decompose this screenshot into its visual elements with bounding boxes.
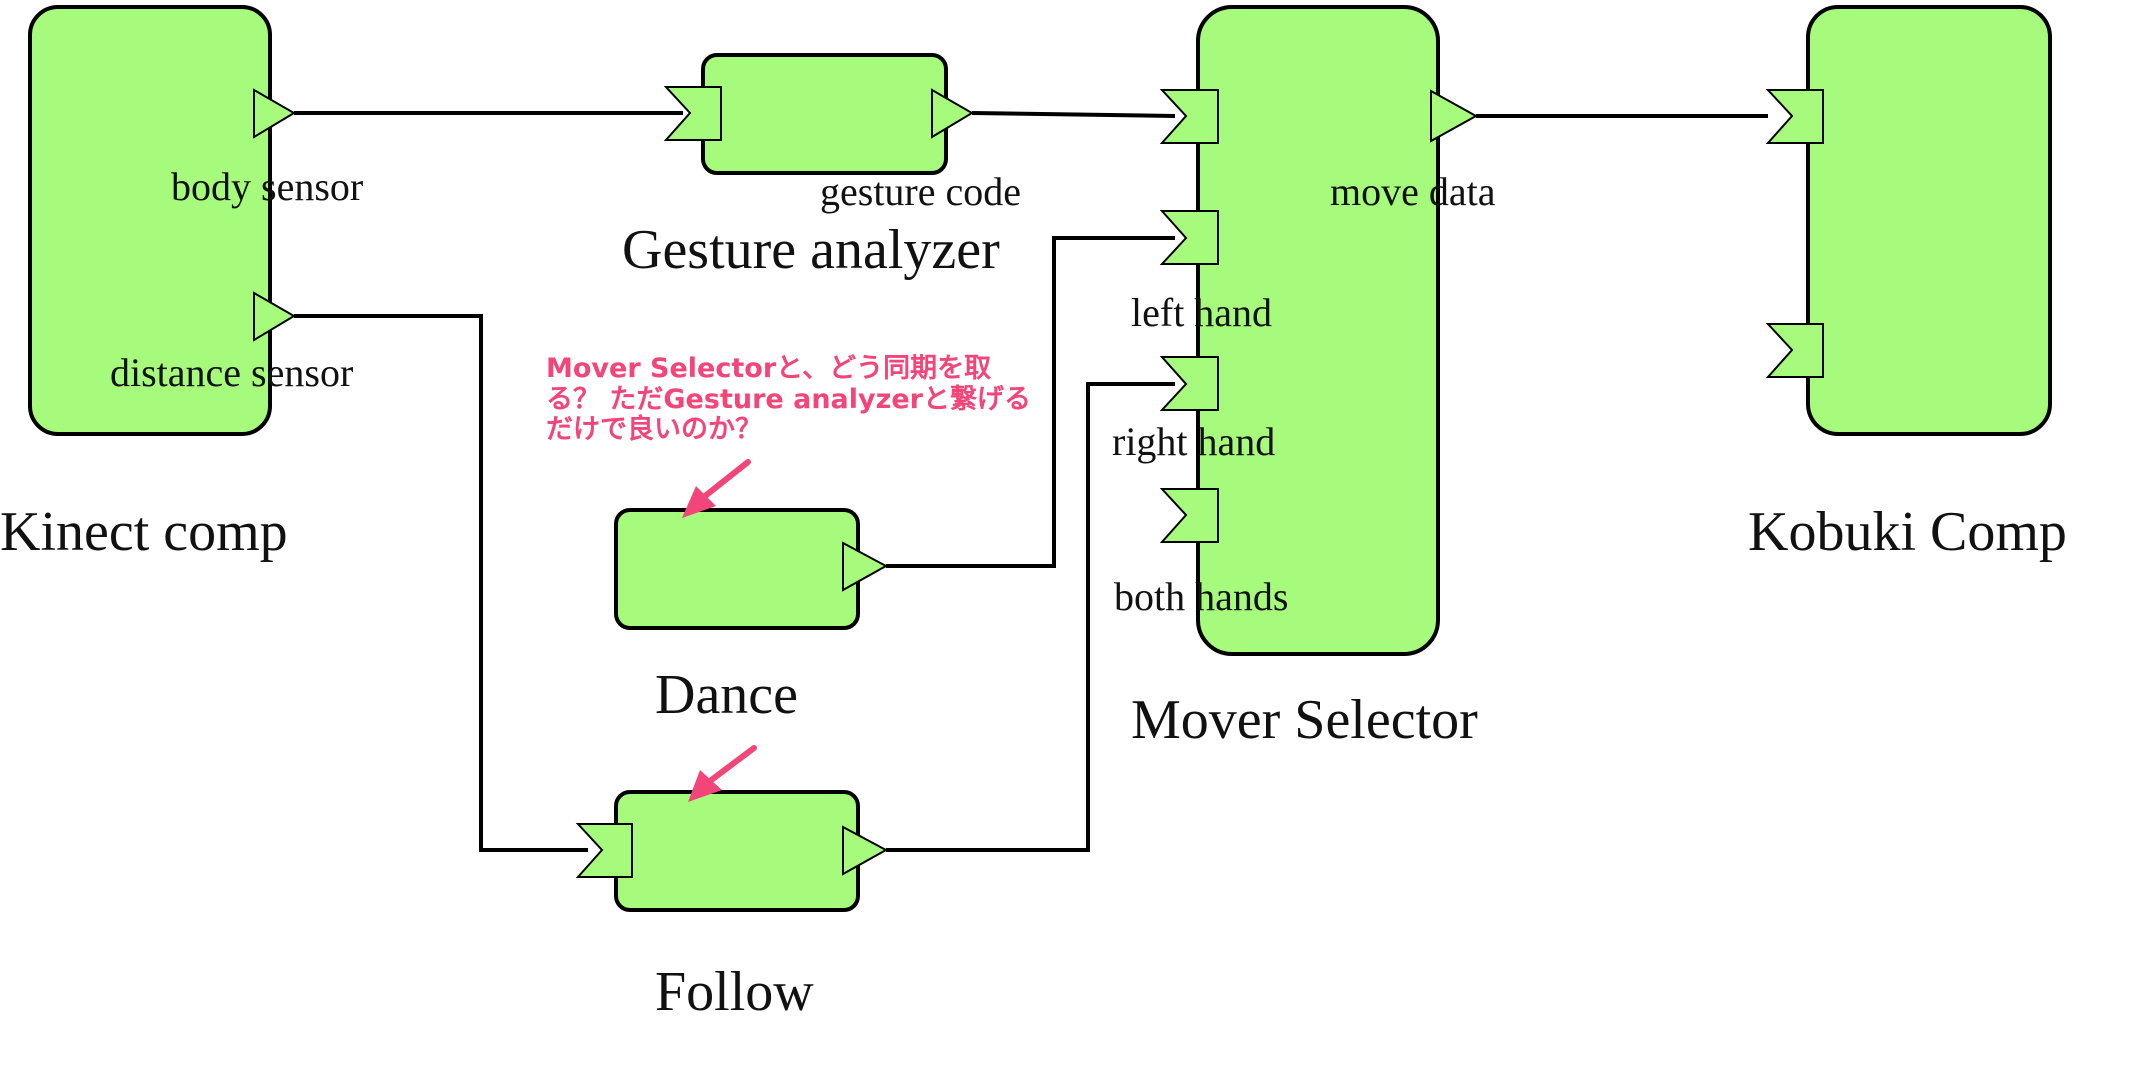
note-line-1: Mover Selectorと、どう同期を取 — [546, 353, 991, 384]
gesture-input-port[interactable] — [663, 86, 722, 141]
note-line-2: る？ ただGesture analyzerと繋げる — [546, 384, 1031, 415]
follow-block[interactable] — [614, 790, 860, 912]
dance-output-port[interactable] — [842, 541, 889, 592]
wire-distance-sensor-to-follow — [294, 314, 588, 852]
body-sensor-port[interactable] — [253, 88, 296, 139]
mover-block[interactable] — [1196, 5, 1440, 656]
kobuki-input-port-1[interactable] — [1765, 89, 1824, 144]
kobuki-component[interactable]: Kobuki Comp — [1748, 5, 2067, 563]
arrow-to-follow-icon — [688, 745, 757, 802]
move-data-label: move data — [1330, 169, 1496, 214]
gesture-code-port[interactable] — [931, 88, 974, 139]
follow-title: Follow — [655, 961, 814, 1023]
follow-input-port[interactable] — [575, 823, 633, 878]
gesture-block[interactable] — [701, 53, 948, 175]
kobuki-block[interactable] — [1806, 5, 2052, 436]
wire-dance-to-left-hand — [886, 236, 1175, 568]
kinect-component[interactable]: body sensor distance sensor Kinect comp — [0, 5, 363, 563]
move-input-port[interactable] — [1159, 89, 1219, 144]
kinect-block[interactable] — [28, 5, 272, 436]
dance-component[interactable]: Dance — [614, 508, 889, 726]
follow-component[interactable]: Follow — [575, 790, 889, 1023]
connections — [294, 111, 1768, 852]
right-hand-port[interactable] — [1159, 356, 1219, 411]
body-sensor-label: body sensor — [171, 164, 363, 209]
kobuki-input-port-2[interactable] — [1765, 323, 1824, 378]
right-hand-label: right hand — [1112, 419, 1275, 464]
dance-title: Dance — [655, 664, 798, 726]
annotation-note: Mover Selectorと、どう同期を取 る？ ただGesture anal… — [546, 353, 1031, 445]
note-line-3: だけで良いのか？ — [546, 413, 762, 445]
both-hands-label: both hands — [1114, 574, 1288, 619]
wire-follow-to-right-hand — [886, 382, 1175, 852]
left-hand-port[interactable] — [1159, 210, 1219, 265]
wire-gesture-code-to-left-hand — [971, 111, 1176, 118]
follow-output-port[interactable] — [842, 825, 889, 876]
kobuki-title: Kobuki Comp — [1748, 501, 2067, 563]
left-hand-label: left hand — [1131, 290, 1272, 335]
gesture-title: Gesture analyzer — [622, 219, 1000, 281]
dance-block[interactable] — [614, 508, 860, 630]
move-data-port[interactable] — [1430, 89, 1479, 143]
arrow-to-dance-icon — [682, 459, 751, 518]
annotation-arrows — [682, 459, 757, 802]
kinect-title: Kinect comp — [0, 501, 288, 563]
mover-selector-component[interactable]: left hand right hand both hands move dat… — [1112, 5, 1496, 751]
mover-title: Mover Selector — [1131, 689, 1478, 751]
gesture-code-label: gesture code — [820, 169, 1021, 214]
gesture-analyzer-component[interactable]: gesture code Gesture analyzer — [622, 53, 1021, 281]
distance-sensor-port[interactable] — [253, 291, 296, 342]
distance-sensor-label: distance sensor — [110, 350, 353, 395]
both-hands-port[interactable] — [1159, 488, 1219, 543]
